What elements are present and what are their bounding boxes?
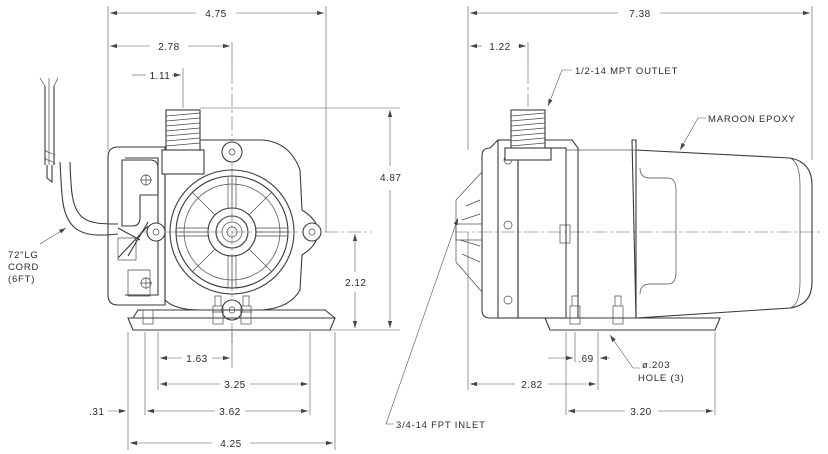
- dim-inlet-height: 2.12: [345, 278, 366, 289]
- dim-base-edge: .31: [89, 407, 104, 418]
- outlet-fitting: [161, 109, 205, 175]
- dim-base-width: 3.62: [219, 407, 240, 418]
- dim-overall-height: 4.87: [380, 173, 401, 184]
- side-base: [544, 295, 721, 331]
- dim-outlet-offset: 2.78: [158, 42, 179, 53]
- outlet-note: 1/2-14 MPT OUTLET: [575, 66, 678, 77]
- hole-note-line1: ø.203: [642, 360, 670, 371]
- dim-side-base-length: 3.20: [630, 407, 651, 418]
- dim-overall-length: 7.38: [629, 9, 650, 20]
- dim-base-hole-spacing: 3.25: [224, 380, 245, 391]
- cord-note-line1: 72"LG: [8, 250, 39, 261]
- dim-base-to-hole: 2.82: [521, 380, 542, 391]
- dim-overall-width: 4.75: [205, 9, 226, 20]
- side-housing: [455, 139, 637, 319]
- hole-note-line2: HOLE (3): [638, 373, 685, 384]
- side-outlet: [504, 109, 552, 161]
- side-view: 7.38 1.22 .69 2.82 3.20 1/2-14: [455, 6, 822, 418]
- power-cord: [39, 77, 119, 236]
- dim-outlet-center: 1.11: [150, 71, 171, 82]
- epoxy-note: MAROON EPOXY: [708, 114, 796, 125]
- front-dimensions: 4.75 2.78 1.11 4.87 2.12: [89, 6, 401, 450]
- dim-base-overall: 4.25: [220, 439, 241, 450]
- side-dimensions: 7.38 1.22 .69 2.82 3.20: [467, 6, 813, 418]
- cord-note-line3: (6FT): [8, 274, 35, 285]
- inlet-note: 3/4-14 FPT INLET: [396, 420, 486, 431]
- dim-base-hole-offset: 1.63: [186, 354, 207, 365]
- dim-hole-spacing: .69: [578, 354, 593, 365]
- front-view: 4.75 2.78 1.11 4.87 2.12: [8, 6, 486, 450]
- dim-side-outlet-offset: 1.22: [489, 42, 510, 53]
- cord-note-line2: CORD: [8, 262, 39, 273]
- motor-body: [631, 139, 813, 319]
